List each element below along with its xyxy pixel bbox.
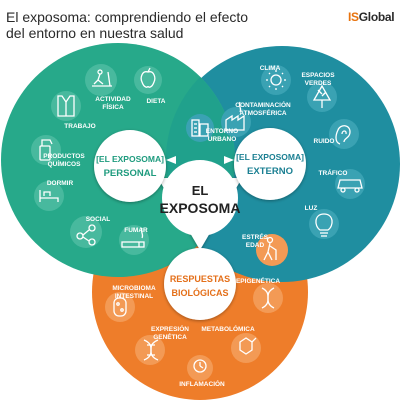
label-contaminacion-2: ATMOSFÉRICA: [239, 108, 286, 117]
label-espacios-2: VERDES: [305, 80, 332, 87]
treadmill-icon: [92, 69, 112, 87]
label-social: SOCIAL: [86, 216, 111, 223]
factory-icon: [225, 101, 245, 131]
bed-icon: [39, 190, 59, 202]
isglobal-logo: ISGlobal: [348, 10, 395, 24]
label-dieta: DIETA: [146, 98, 165, 105]
center-line-1: EL: [192, 183, 209, 198]
externo-hub-line-1: [EL EXPOSOMA]: [236, 152, 304, 162]
title-line-2: del entorno en nuestra salud: [6, 25, 184, 41]
respuestas-items: [105, 234, 288, 381]
tree-icon: [312, 84, 332, 108]
label-espacios-1: ESPACIOS: [301, 72, 335, 79]
respuestas-hub: [164, 248, 236, 320]
apple-icon: [140, 67, 156, 88]
ear-icon: [335, 125, 351, 145]
personal-hub-line-2: PERSONAL: [104, 168, 157, 179]
label-trafico: TRÁFICO: [319, 168, 348, 177]
label-ruido: RUIDO: [314, 138, 335, 145]
label-productos-2: QUÍMICOS: [48, 159, 82, 168]
label-actividad-1: ACTIVIDAD: [95, 96, 131, 103]
page-title: El exposoma: comprendiendo el efecto del…: [6, 9, 336, 41]
car-icon: [337, 179, 363, 193]
inflammation-icon: [193, 359, 207, 373]
respuestas-hub-line-1: RESPUESTAS: [170, 274, 230, 284]
label-actividad-2: FÍSICA: [102, 102, 124, 111]
buildings-icon: [191, 119, 209, 137]
label-entorno-1: ENTORNO: [206, 128, 238, 135]
label-inflamacion: INFLAMACIÓN: [179, 379, 225, 388]
bulb-icon: [315, 213, 333, 237]
title-line-1: El exposoma: comprendiendo el efecto: [6, 9, 249, 25]
label-entorno-2: URBANO: [208, 136, 237, 143]
center-line-2: EXPOSOMA: [160, 200, 241, 216]
label-epigenetica: EPIGENÉTICA: [236, 276, 280, 285]
label-productos-1: PRODUCTOS: [43, 153, 85, 160]
label-microbioma-1: MICROBIOMA: [112, 285, 156, 292]
personal-hub: [94, 130, 166, 202]
vest-icon: [57, 95, 75, 117]
label-expresion-2: GENÉTICA: [153, 332, 187, 341]
externo-hub: [234, 128, 306, 200]
externo-items: [186, 65, 365, 239]
label-estres-1: ESTRÉS: [242, 232, 269, 241]
personal-hub-line-1: [EL EXPOSOMA]: [96, 154, 164, 164]
label-metabolomica: METABOLÓMICA: [201, 324, 255, 333]
label-dormir: DORMIR: [47, 180, 74, 187]
externo-hub-line-2: EXTERNO: [247, 166, 293, 177]
label-trabajo: TRABAJO: [64, 123, 95, 130]
label-microbioma-2: INTESTINAL: [115, 293, 153, 300]
center-disc: [162, 160, 238, 236]
label-luz: LUZ: [305, 205, 318, 212]
epigenetics-icon: [261, 287, 275, 309]
social-icon: [76, 224, 96, 246]
label-fumar: FUMAR: [124, 227, 148, 234]
spray-icon: [39, 139, 53, 161]
label-contaminacion-1: CONTAMINACIÓN: [235, 100, 291, 109]
molecule-icon: [239, 337, 257, 355]
personal-items: [31, 64, 162, 255]
arrows: [166, 156, 234, 250]
respuestas-hub-line-2: BIOLÓGICAS: [171, 287, 228, 298]
elderly-icon: [263, 236, 277, 261]
label-clima: CLIMA: [260, 65, 281, 72]
dna-icon: [143, 339, 159, 361]
label-expresion-1: EXPRESIÓN: [151, 324, 189, 333]
cigarette-icon: [121, 227, 145, 248]
bacteria-icon: [113, 297, 127, 317]
label-estres-2: EDAD: [246, 242, 265, 249]
sun-icon: [266, 70, 286, 90]
